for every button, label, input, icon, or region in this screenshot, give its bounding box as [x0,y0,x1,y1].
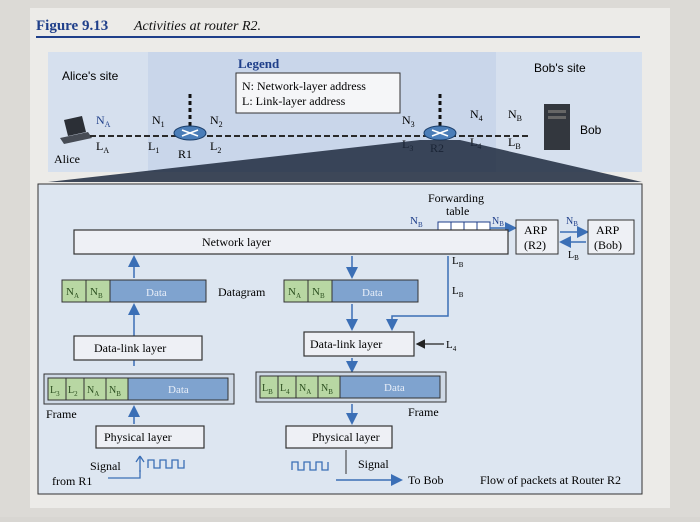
signal-right-label: Signal [358,457,389,471]
to-bob-label: To Bob [408,473,444,487]
from-r1-line [108,470,141,479]
r2-router-mark [431,129,449,137]
bob-server-icon [544,104,570,150]
lb-top-label: LB [508,135,521,151]
rf-lb: LB [262,383,273,396]
signal-left-arrow [135,455,145,472]
bob-label: Bob [580,123,602,137]
from-r1-label: from R1 [52,474,92,488]
lb-to-datalink-arrow [386,256,449,331]
ft-nb-label: NB [410,215,423,229]
r1-router-mark [181,129,199,137]
rdg-nb: NB [312,286,325,300]
arp-lb-label: LB [568,250,579,262]
n4-label: N4 [470,107,483,123]
lf-l2: L2 [68,385,78,398]
arp-r2-line-1: ARP [524,223,548,237]
la-top-label: LA [96,139,109,155]
ft-nb-out-label: NB [492,216,504,228]
figure-number: Figure 9.13 [36,18,108,34]
ldg-nb: NB [90,286,103,300]
figure-caption: Activities at router R2. [133,19,261,34]
n1-label: N1 [152,113,165,129]
rf-data: Data [384,382,405,394]
lf-nb: NB [109,385,121,398]
physical-right-label: Physical layer [312,430,380,444]
arp-r2-box [515,219,559,255]
frame-right-label: Frame [408,405,439,419]
flow-caption: Flow of packets at Router R2 [480,473,621,487]
arp-bob-box [587,219,635,255]
rdg-data: Data [362,287,383,299]
physical-left-label: Physical layer [104,430,172,444]
alice-site-label: Alice's site [62,69,119,83]
na-top-label: NA [96,113,111,129]
n2-label: N2 [210,113,223,129]
n3-label: N3 [402,113,415,129]
bob-site-label: Bob's site [534,61,586,75]
l2-label: L2 [210,139,221,155]
ldg-data: Data [146,287,167,299]
arp-r2-line-2: (R2) [524,238,546,252]
rf-na: NA [299,383,311,396]
left-frame: L3 L2 NA NB Data [43,373,235,405]
alice-label: Alice [54,152,80,166]
lb-side-label: LB [452,285,464,299]
left-datagram: NA NB Data [61,279,207,303]
alice-site-area [48,52,148,172]
lb-under-table: LB [452,255,464,269]
frame-left-label: Frame [46,407,77,421]
rf-l4: L4 [280,383,290,396]
nb-top-label: NB [508,107,522,123]
arp-nb-label: NB [566,216,578,228]
physical-right-box [285,425,393,449]
alice-laptop-icon [60,116,92,144]
legend-title: Legend [238,56,280,71]
legend-line-2: L: Link-layer address [242,94,346,108]
datalink-right-label: Data-link layer [310,337,382,351]
lf-na: NA [87,385,99,398]
l4-side-label: L4 [446,339,457,353]
l1-label: L1 [148,139,159,155]
datalink-right-box [303,331,415,357]
zoom-projection [48,140,642,182]
lf-data: Data [168,384,189,396]
legend-box [235,72,401,114]
right-frame: LB L4 NA NB Data [255,371,447,403]
datagram-label: Datagram [218,285,266,299]
physical-left-box [95,425,205,449]
r1-label: R1 [178,147,192,161]
signal-left-label: Signal [90,459,121,473]
forwarding-table-label-1: Forwarding [428,191,484,205]
arp-bob-line-1: ARP [596,223,620,237]
network-layer-box [73,229,509,255]
forwarding-table-label-2: table [446,204,469,218]
datalink-left-box [73,335,203,361]
rdg-na: NA [288,286,301,300]
signal-right-wave-icon [291,461,329,471]
datalink-left-label: Data-link layer [94,341,166,355]
network-layer-label: Network layer [202,235,271,249]
legend-line-1: N: Network-layer address [242,79,366,93]
lf-l3: L3 [50,385,60,398]
ldg-na: NA [66,286,79,300]
rf-nb: NB [321,383,333,396]
right-datagram: NA NB Data [283,279,419,303]
arp-bob-line-2: (Bob) [594,238,622,252]
signal-left-wave-icon [147,459,185,469]
